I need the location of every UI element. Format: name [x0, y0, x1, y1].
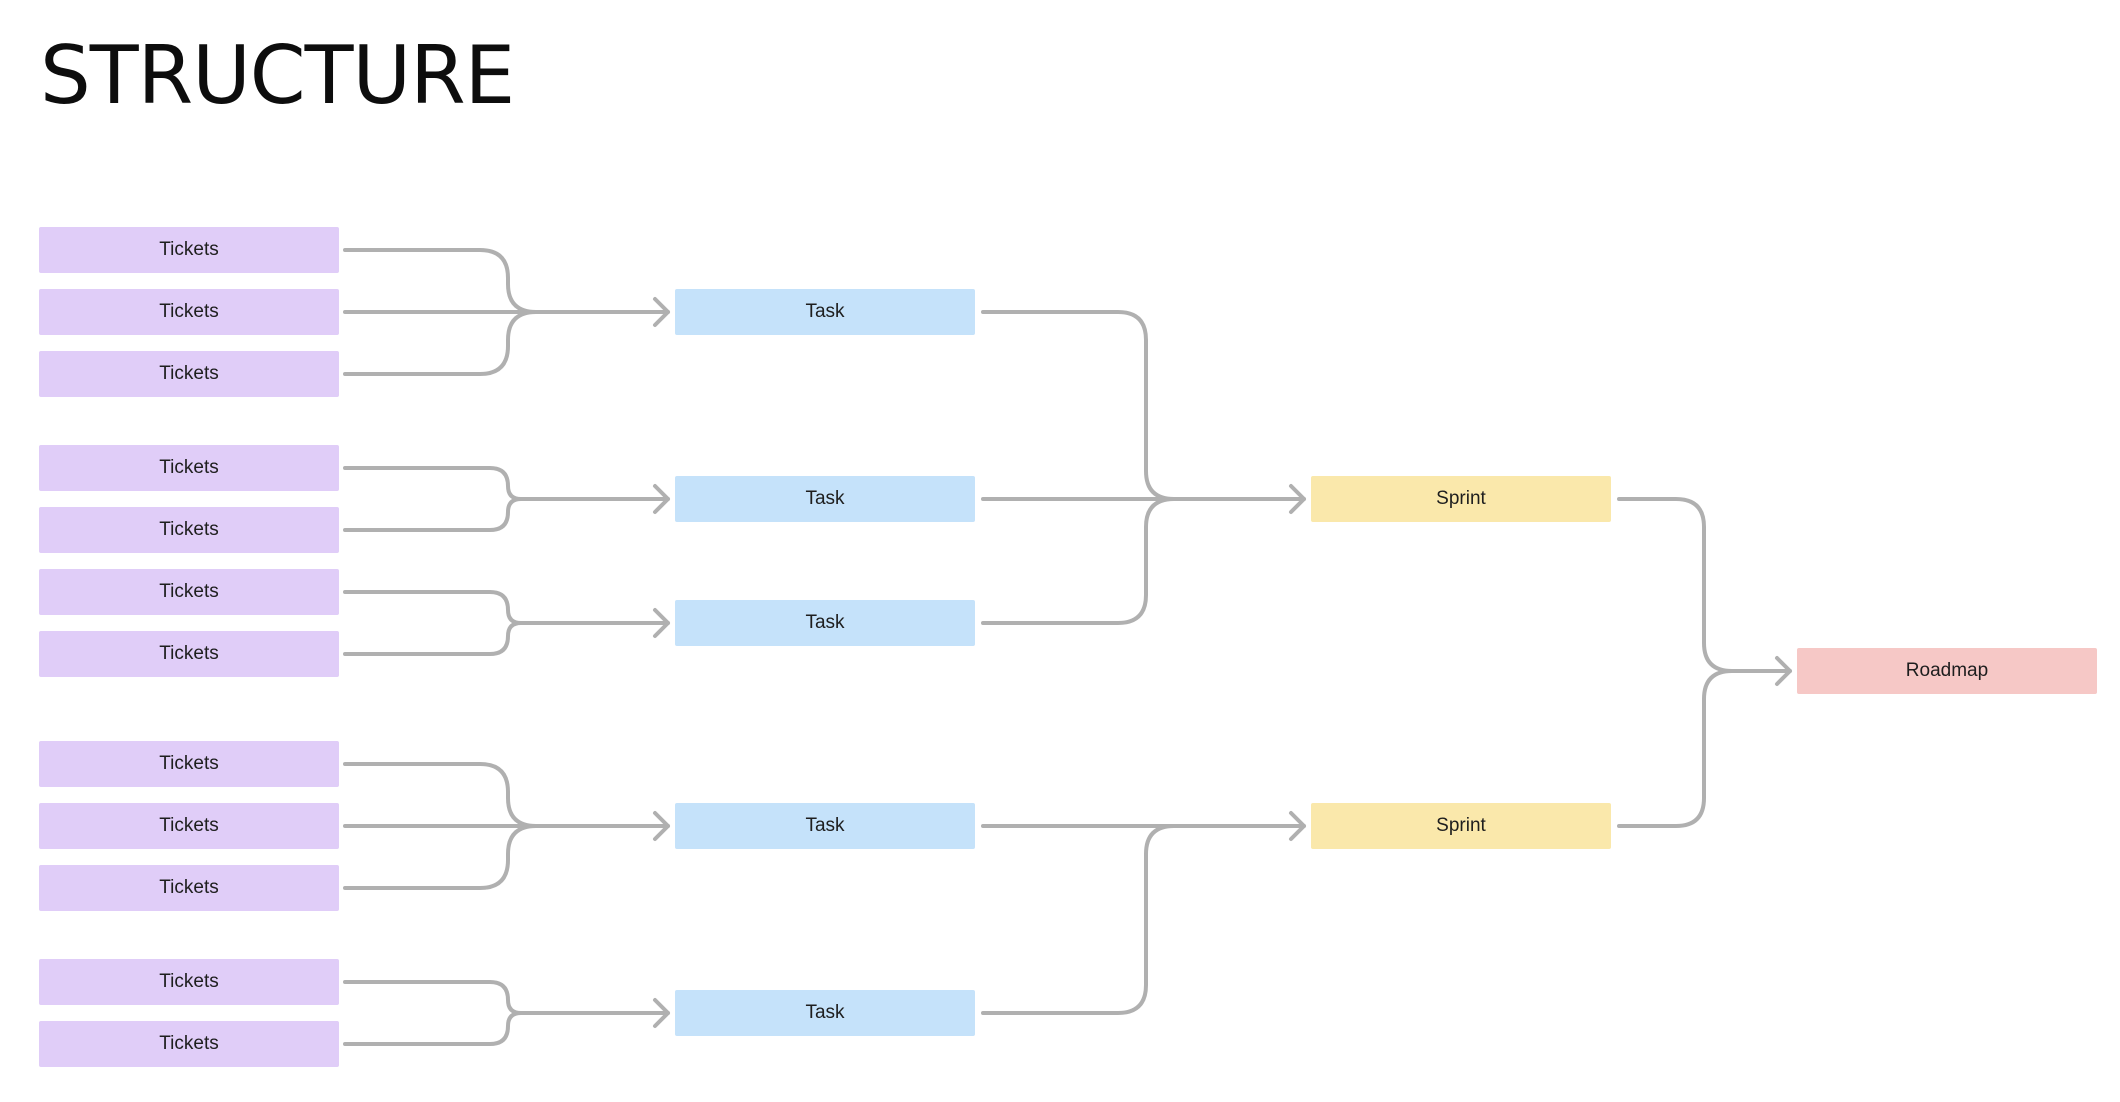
arrow-head-icon	[653, 608, 670, 638]
roadmap-node[interactable]: Roadmap	[1797, 648, 2097, 694]
connector-line	[981, 310, 1176, 501]
task-node[interactable]: Task	[675, 289, 975, 335]
ticket-node[interactable]: Tickets	[39, 289, 339, 335]
connector-line	[343, 248, 538, 314]
sprint-label: Sprint	[1436, 815, 1486, 836]
ticket-label: Tickets	[159, 753, 219, 774]
connector-line	[343, 466, 523, 501]
arrow-head-icon	[653, 484, 670, 514]
connector-line	[1617, 669, 1734, 828]
task-node[interactable]: Task	[675, 990, 975, 1036]
ticket-label: Tickets	[159, 519, 219, 540]
ticket-node[interactable]: Tickets	[39, 445, 339, 491]
connector-line	[343, 824, 538, 890]
arrow-head-icon	[653, 297, 670, 327]
connector-line	[343, 621, 523, 656]
ticket-label: Tickets	[159, 457, 219, 478]
ticket-label: Tickets	[159, 643, 219, 664]
ticket-node[interactable]: Tickets	[39, 959, 339, 1005]
arrow-head-icon	[1775, 656, 1792, 686]
ticket-node[interactable]: Tickets	[39, 741, 339, 787]
connector-line	[343, 497, 523, 532]
connector-group-task-2	[343, 466, 670, 532]
task-node[interactable]: Task	[675, 600, 975, 646]
connector-group-task-5	[343, 980, 670, 1046]
connector-line	[343, 1011, 523, 1046]
connector-group-roadmap	[1617, 497, 1792, 828]
connector-group-task-4	[343, 762, 670, 890]
ticket-node[interactable]: Tickets	[39, 865, 339, 911]
task-node[interactable]: Task	[675, 803, 975, 849]
sprint-label: Sprint	[1436, 488, 1486, 509]
ticket-label: Tickets	[159, 1033, 219, 1054]
task-label: Task	[805, 301, 845, 322]
sprint-node[interactable]: Sprint	[1311, 476, 1611, 522]
connector-group-sprint-2	[981, 811, 1306, 1015]
connector-line	[981, 497, 1176, 625]
arrow-head-icon	[653, 811, 670, 841]
ticket-node[interactable]: Tickets	[39, 507, 339, 553]
ticket-node[interactable]: Tickets	[39, 1021, 339, 1067]
connector-line	[343, 762, 538, 828]
ticket-label: Tickets	[159, 301, 219, 322]
task-label: Task	[805, 612, 845, 633]
ticket-label: Tickets	[159, 815, 219, 836]
ticket-label: Tickets	[159, 239, 219, 260]
ticket-label: Tickets	[159, 877, 219, 898]
task-label: Task	[805, 488, 845, 509]
roadmap-label: Roadmap	[1905, 660, 1989, 681]
arrow-head-icon	[1289, 811, 1306, 841]
connector-group-task-3	[343, 590, 670, 656]
ticket-node[interactable]: Tickets	[39, 803, 339, 849]
task-label: Task	[805, 815, 845, 836]
connector-group-task-1	[343, 248, 670, 376]
task-label: Task	[805, 1002, 845, 1023]
connector-group-sprint-1	[981, 310, 1306, 625]
page-title: STRUCTURE	[40, 29, 515, 122]
ticket-node[interactable]: Tickets	[39, 569, 339, 615]
sprint-node[interactable]: Sprint	[1311, 803, 1611, 849]
ticket-label: Tickets	[159, 971, 219, 992]
ticket-node[interactable]: Tickets	[39, 227, 339, 273]
ticket-label: Tickets	[159, 363, 219, 384]
arrow-head-icon	[653, 998, 670, 1028]
connector-line	[343, 980, 523, 1015]
connector-line	[343, 310, 538, 376]
ticket-node[interactable]: Tickets	[39, 351, 339, 397]
arrow-head-icon	[1289, 484, 1306, 514]
ticket-label: Tickets	[159, 581, 219, 602]
ticket-node[interactable]: Tickets	[39, 631, 339, 677]
connector-line	[981, 824, 1176, 1015]
connector-line	[343, 590, 523, 625]
task-node[interactable]: Task	[675, 476, 975, 522]
connector-line	[1617, 497, 1734, 673]
